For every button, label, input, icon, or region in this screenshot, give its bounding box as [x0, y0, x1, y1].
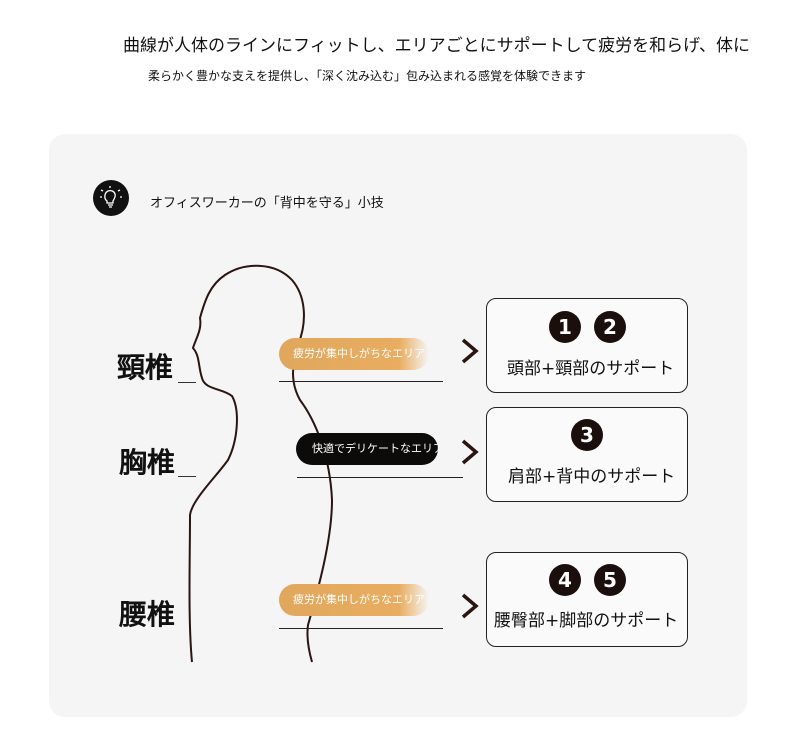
vertebra-label-lumbar: 腰椎	[119, 598, 176, 631]
area-tag: 疲労が集中しがちなエリア	[279, 338, 429, 370]
number-badge: 5	[594, 564, 626, 596]
headline: 曲線が人体のラインにフィットし、エリアごとにサポートして疲労を和らげ、体に	[123, 36, 750, 56]
support-box-hip-legs	[486, 552, 688, 647]
card-title: オフィスワーカーの「背中を守る」小技	[150, 196, 384, 211]
support-label: 頭部+頸部のサポート	[507, 359, 675, 379]
area-tag: 快適でデリケートなエリア	[296, 433, 438, 465]
divider	[178, 476, 196, 477]
divider	[297, 477, 463, 478]
subheadline: 柔らかく豊かな支えを提供し、「深く沈み込む」包み込まれる感覚を体験できます	[148, 69, 587, 83]
number-badge: 1	[549, 311, 581, 343]
support-label: 腰臀部+脚部のサポート	[494, 611, 679, 631]
divider	[279, 628, 443, 629]
vertebra-label-cervical: 頸椎	[117, 351, 174, 384]
chevron-right-icon	[461, 338, 479, 364]
divider	[178, 382, 196, 383]
number-badge: 2	[594, 311, 626, 343]
divider	[279, 381, 443, 382]
support-box-shoulder-back	[486, 407, 688, 502]
area-tag: 疲労が集中しがちなエリア	[279, 584, 429, 616]
support-box-head-neck	[486, 298, 688, 393]
chevron-right-icon	[461, 439, 479, 465]
lightbulb-icon	[93, 180, 129, 216]
support-label: 肩部+背中のサポート	[508, 467, 676, 487]
chevron-right-icon	[461, 593, 479, 619]
vertebra-label-thoracic: 胸椎	[119, 446, 176, 479]
number-badge: 4	[549, 564, 581, 596]
number-badge: 3	[571, 419, 603, 451]
